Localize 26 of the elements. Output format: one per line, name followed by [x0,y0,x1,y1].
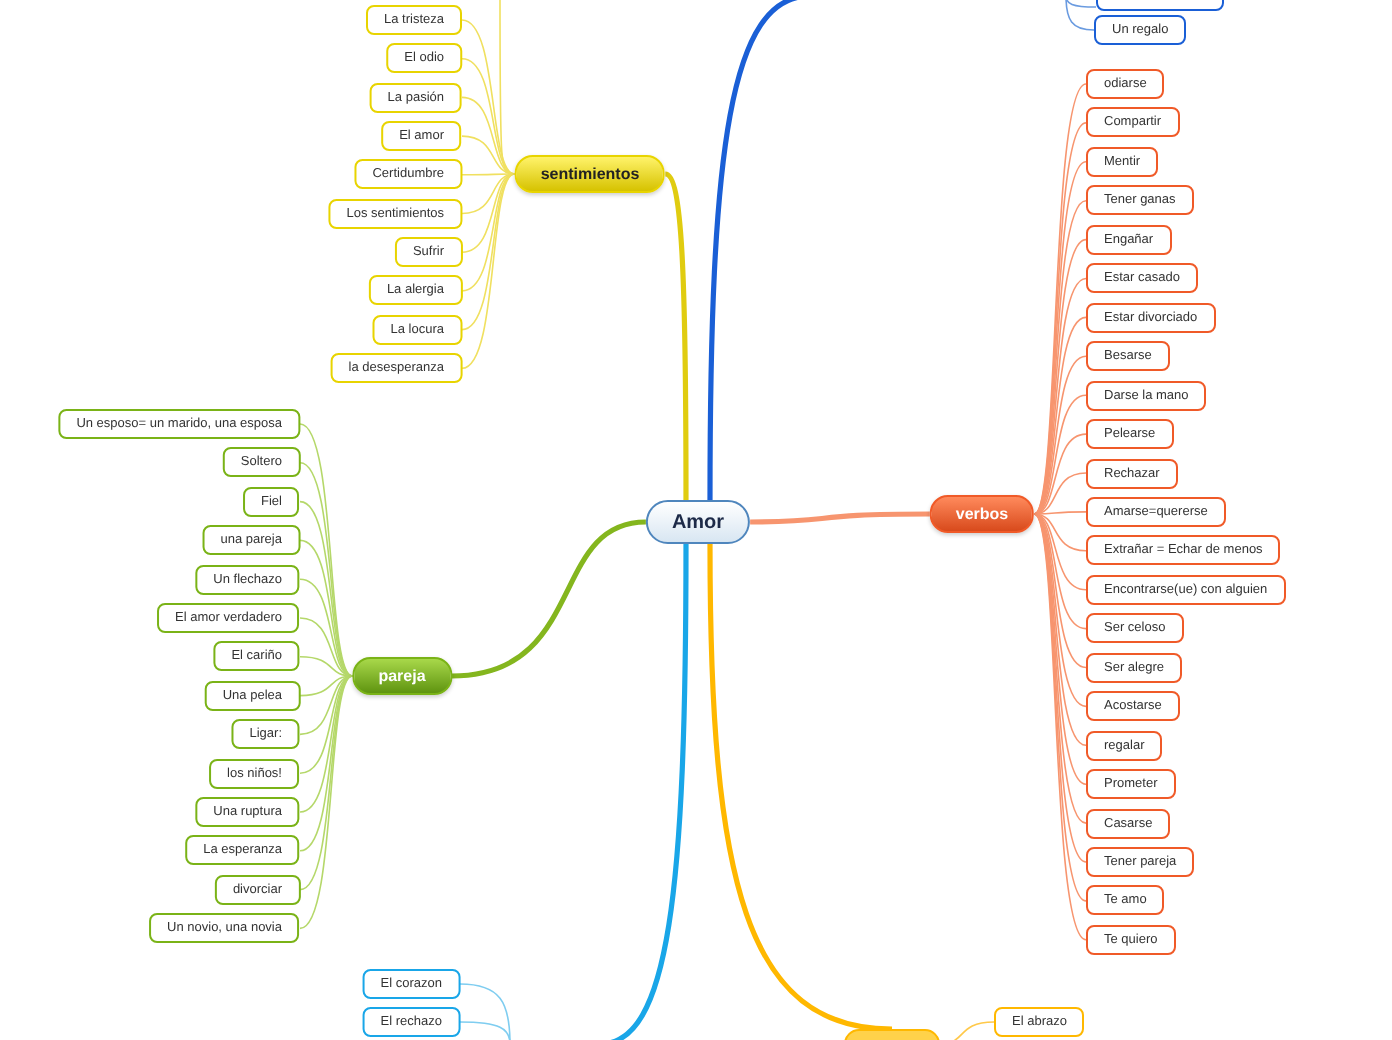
connector-line [451,519,647,679]
connector-line [461,19,516,175]
connector-line [707,543,893,1032]
connector-line [299,675,354,852]
connector-line [1065,0,1095,31]
connector-line [1033,513,1087,552]
connector-line [461,57,516,175]
connector-line [461,173,516,215]
connector-line [1033,511,1087,515]
connector-line [461,173,516,331]
connector-line [459,1021,511,1040]
connector-line [664,171,689,500]
connector-line [750,511,930,525]
connector-line [461,96,516,175]
connector-line [461,173,516,292]
connector-line [459,983,511,1040]
branch-topic: verbos [929,495,1035,533]
connector-line [299,578,354,677]
connector-line [299,500,354,677]
branch-topic: sentimientos [514,155,666,193]
connector-line [461,173,516,370]
connector-line [1033,472,1087,515]
connector-line [1065,0,1097,8]
connector-line [299,675,354,930]
branch-topic: pareja [352,657,452,695]
central-topic: Amor [645,500,751,544]
